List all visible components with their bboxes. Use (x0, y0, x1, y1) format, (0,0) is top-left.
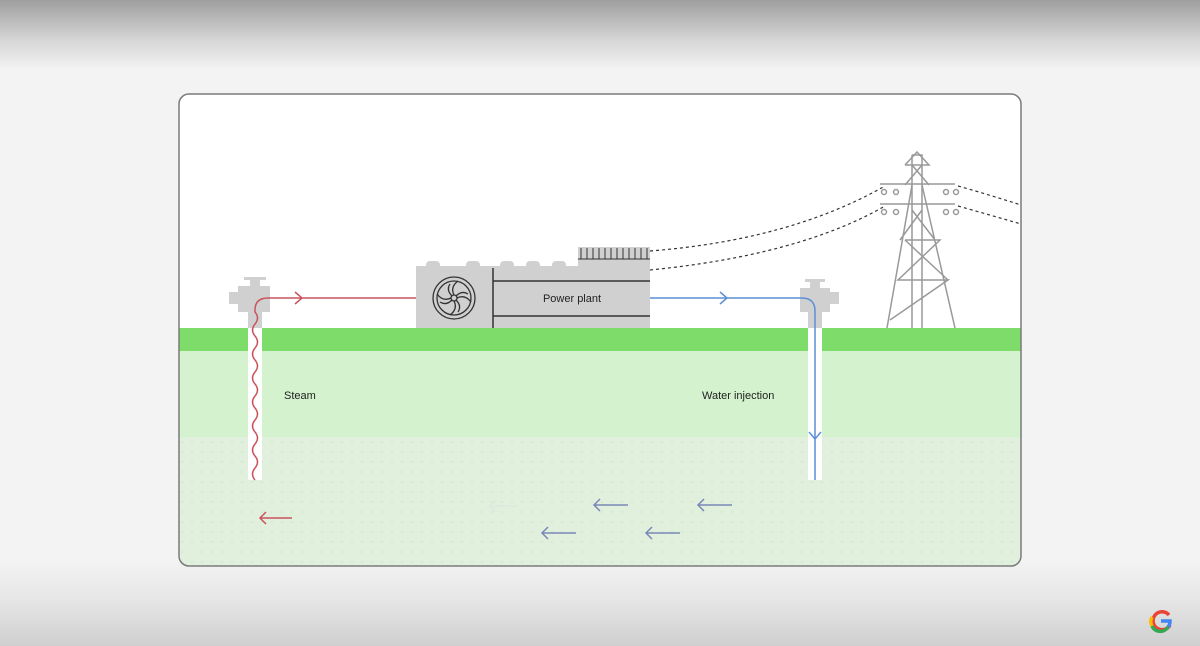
arrow-left-icon (696, 498, 732, 512)
arrow-left-icon (540, 526, 576, 540)
water-flow-line (650, 297, 816, 480)
soil-layer (179, 351, 1021, 437)
transmission-lines (649, 185, 1022, 271)
turbine-fan-icon (432, 276, 476, 320)
arrow-left-icon (258, 511, 292, 525)
arrow-right-icon (719, 291, 729, 305)
injection-well (650, 279, 839, 480)
arrow-left-icon (644, 526, 680, 540)
power-plant-label: Power plant (543, 293, 601, 305)
arrow-left-icon (488, 499, 518, 513)
steam-flow-line (251, 297, 416, 481)
underground-flow-arrows (258, 498, 732, 540)
production-well (229, 277, 416, 481)
arrow-down-icon (808, 431, 822, 441)
google-logo (1149, 610, 1172, 634)
steam-label: Steam (284, 390, 316, 402)
water-injection-label: Water injection (702, 390, 774, 402)
ground-surface (179, 328, 1021, 351)
arrow-right-icon (294, 291, 304, 305)
power-plant: Power plant (416, 247, 650, 328)
arrow-left-icon (592, 498, 628, 512)
transmission-tower (880, 150, 960, 329)
